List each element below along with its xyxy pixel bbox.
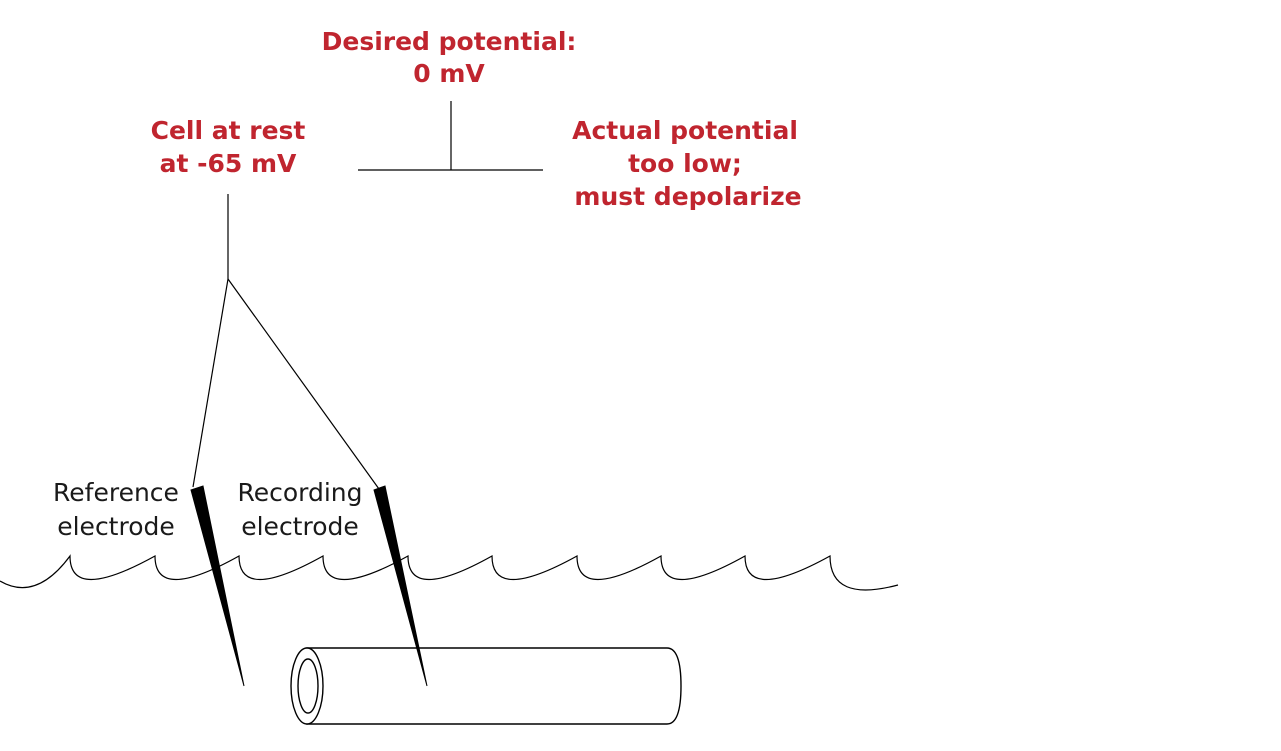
recording-electrode-label: Recording electrode [237,478,362,541]
axon-cylinder [290,647,682,725]
actual-potential-line-3: must depolarize [574,182,801,211]
reference-wire [192,278,229,488]
actual-potential-annotation: Actual potential too low; must depolariz… [572,116,801,211]
desired-potential-label: Desired potential: [322,27,577,56]
desired-potential-value: 0 mV [413,59,485,88]
cell-at-rest-annotation: Cell at rest at -65 mV [151,116,306,178]
axon-end-inner [297,658,319,714]
axon-body [306,647,682,725]
actual-potential-line-2: too low; [628,149,742,178]
desired-potential-annotation: Desired potential: 0 mV [322,27,577,88]
recording-label-line-1: Recording [237,478,362,507]
bath-surface [0,554,899,591]
reference-electrode-label: Reference electrode [53,478,179,541]
cell-at-rest-value: at -65 mV [160,149,297,178]
recording-electrode [373,485,428,687]
zero-potential-marker [358,101,543,171]
recording-label-line-2: electrode [241,512,359,541]
reference-label-line-1: Reference [53,478,179,507]
electrode-wires [192,194,380,490]
reference-label-line-2: electrode [57,512,175,541]
recording-wire [227,278,380,490]
reference-electrode [190,485,245,687]
actual-potential-line-1: Actual potential [572,116,798,145]
cell-at-rest-label: Cell at rest [151,116,306,145]
